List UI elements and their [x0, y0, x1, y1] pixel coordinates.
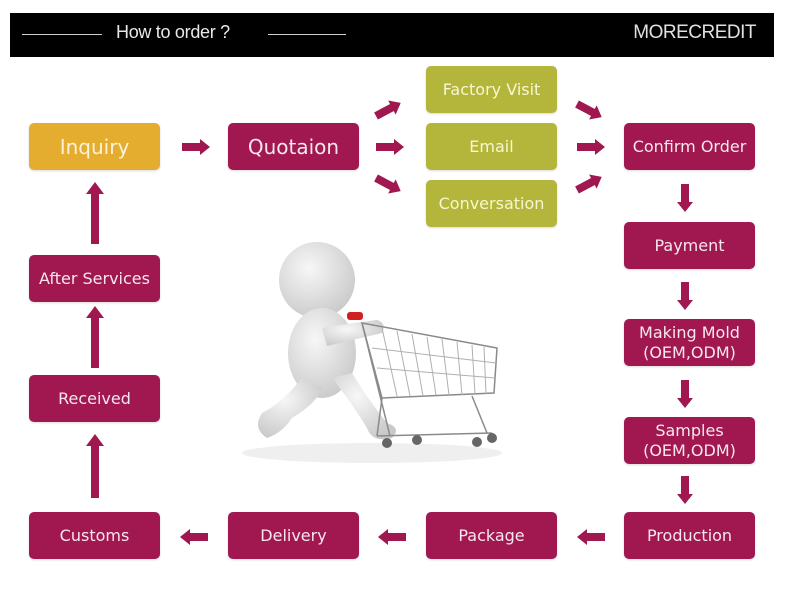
- arrow-factory-confirm: [573, 96, 606, 125]
- step-inquiry-label: Inquiry: [59, 134, 130, 159]
- step-confirm-order-label: Confirm Order: [632, 136, 747, 156]
- arrow-quotation-conversation: [372, 170, 405, 199]
- header-right-divider: [268, 34, 346, 35]
- header-left-divider: [22, 34, 102, 35]
- arrow-samples-production: [677, 476, 693, 504]
- header-bar: How to order ? MORECREDIT: [10, 13, 774, 57]
- arrow-package-delivery: [378, 529, 406, 545]
- arrow-production-package: [577, 529, 605, 545]
- step-production-label: Production: [646, 525, 733, 545]
- step-payment-label: Payment: [654, 235, 725, 255]
- step-delivery: Delivery: [228, 512, 359, 559]
- arrow-inquiry-quotation: [182, 139, 210, 155]
- arrow-quotation-factory: [372, 95, 405, 124]
- step-received-label: Received: [58, 388, 131, 408]
- step-quotation-label: Quotaion: [247, 134, 340, 159]
- step-after-services: After Services: [29, 255, 160, 302]
- step-email-label: Email: [469, 136, 514, 156]
- arrow-quotation-email: [376, 139, 404, 155]
- brand-logo: MORECREDIT: [633, 22, 756, 43]
- step-inquiry: Inquiry: [29, 123, 160, 170]
- arrow-conversation-confirm: [573, 169, 606, 198]
- step-customs: Customs: [29, 512, 160, 559]
- arrow-mold-samples: [677, 380, 693, 408]
- arrow-after-services-inquiry: [86, 182, 104, 244]
- step-delivery-label: Delivery: [260, 525, 327, 545]
- arrow-email-confirm: [577, 139, 605, 155]
- step-received: Received: [29, 375, 160, 422]
- step-confirm-order: Confirm Order: [624, 123, 755, 170]
- step-package-label: Package: [458, 525, 525, 545]
- step-conversation: Conversation: [426, 180, 557, 227]
- step-conversation-label: Conversation: [438, 193, 545, 213]
- step-quotation: Quotaion: [228, 123, 359, 170]
- step-samples: Samples (OEM,ODM): [624, 417, 755, 464]
- arrow-customs-received: [86, 434, 104, 498]
- step-factory-visit-label: Factory Visit: [442, 79, 541, 99]
- step-after-services-label: After Services: [39, 268, 150, 288]
- step-payment: Payment: [624, 222, 755, 269]
- step-making-mold: Making Mold (OEM,ODM): [624, 319, 755, 366]
- step-production: Production: [624, 512, 755, 559]
- arrow-received-after-services: [86, 306, 104, 368]
- arrow-delivery-customs: [180, 529, 208, 545]
- step-factory-visit: Factory Visit: [426, 66, 557, 113]
- step-email: Email: [426, 123, 557, 170]
- page-title: How to order ?: [116, 22, 230, 42]
- step-customs-label: Customs: [59, 525, 130, 545]
- arrow-confirm-payment: [677, 184, 693, 212]
- step-package: Package: [426, 512, 557, 559]
- arrow-payment-mold: [677, 282, 693, 310]
- step-making-mold-label: Making Mold (OEM,ODM): [639, 322, 740, 362]
- step-samples-label: Samples (OEM,ODM): [643, 420, 736, 460]
- shopping-cart-person-icon: [242, 242, 502, 463]
